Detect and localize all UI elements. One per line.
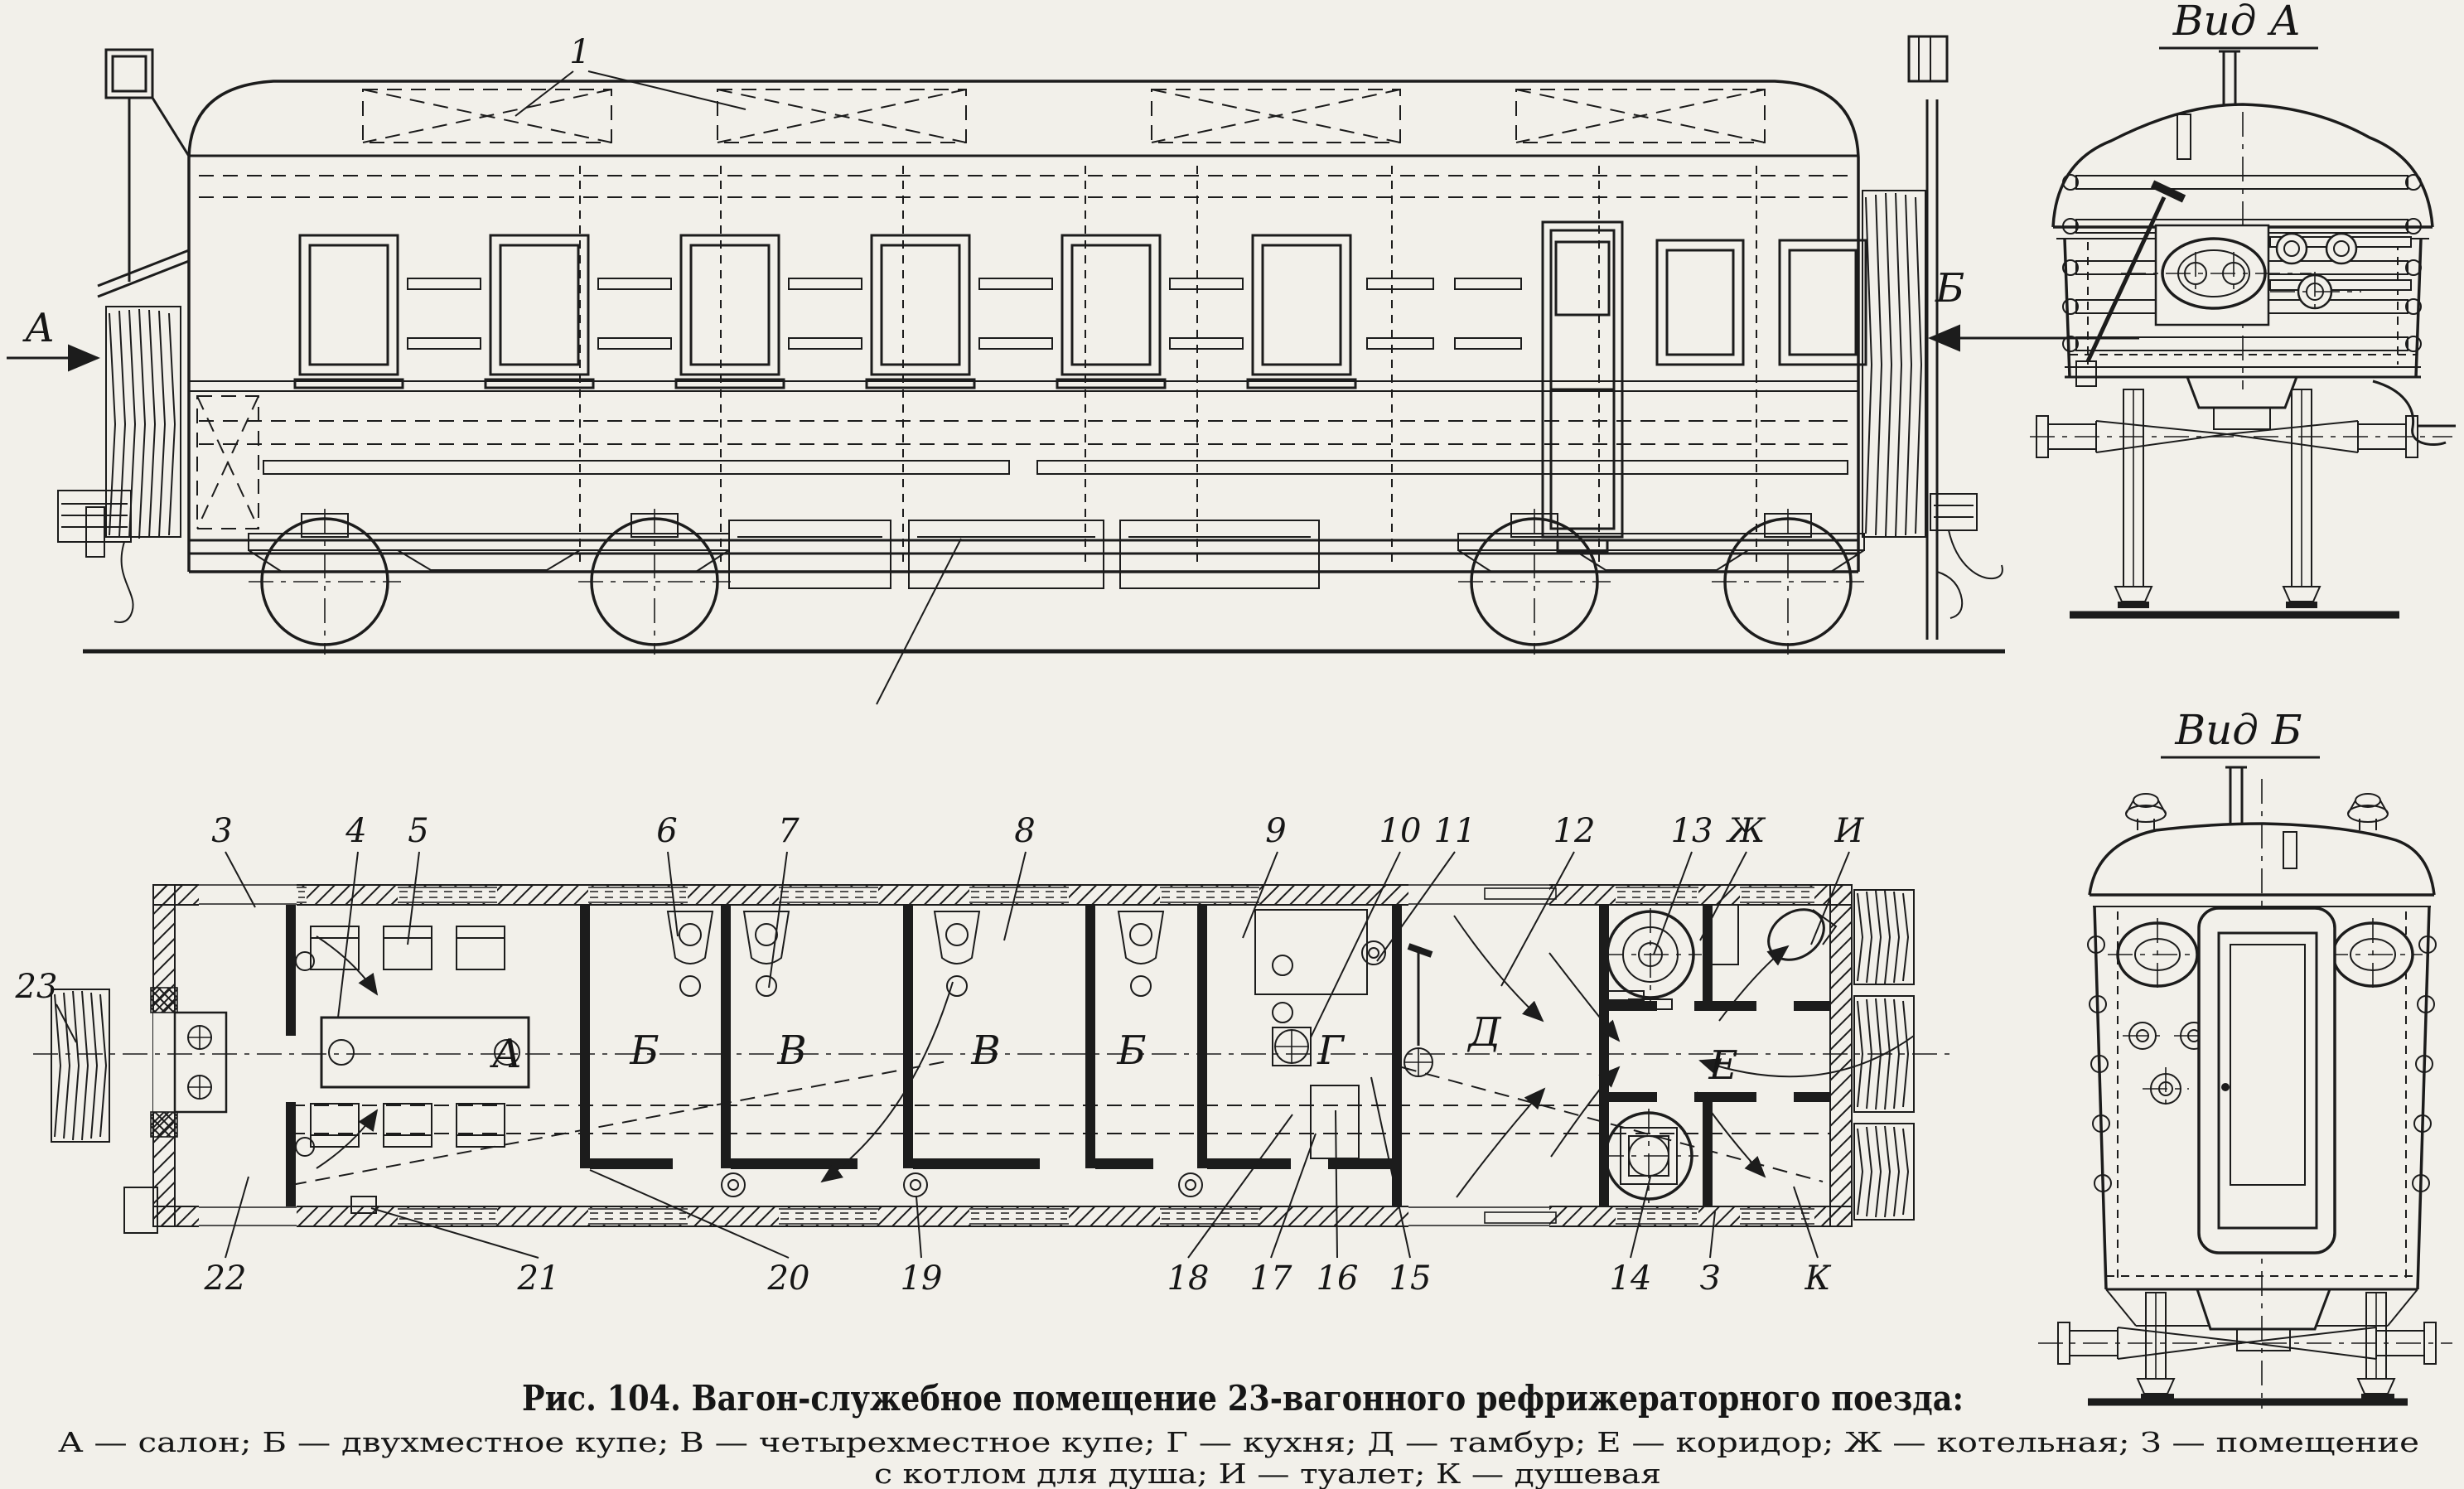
callout-16: 16 (1317, 1259, 1359, 1298)
underfloor-leader (876, 538, 962, 705)
salon-item-21 (350, 1196, 377, 1214)
callout-12: 12 (1553, 812, 1596, 850)
callout-21: 21 (517, 1259, 560, 1298)
view-b-title: Вид Б (2174, 706, 2302, 754)
callout-1: 1 (569, 33, 590, 71)
view-b-body (2093, 906, 2431, 1290)
left-end-post (97, 48, 191, 298)
callout-5: 5 (408, 812, 428, 850)
callout-1-leaders (515, 70, 746, 117)
floor-plan: 3 4 5 6 7 8 9 10 11 12 13 Ж И 22 21 20 1… (15, 812, 1955, 1298)
salon-furniture (295, 926, 530, 1214)
hidden-partitions (579, 166, 1757, 568)
view-a-roof (2051, 103, 2434, 228)
side-elevation: 1 А Б (7, 33, 2139, 705)
tambour-handbrake (1404, 943, 1433, 1077)
body-sides (187, 157, 1860, 572)
callout-ze: З (1700, 1259, 1721, 1298)
figure-legend-line2: с котлом для душа; И — туалет; К — душев… (874, 1458, 1661, 1489)
kitchen-fixtures (1254, 909, 1386, 1159)
view-arrow-a-label: А (22, 305, 55, 351)
view-b-roof (2088, 822, 2436, 896)
left-coupler (57, 490, 134, 623)
underfloor-boxes (728, 520, 1320, 589)
plan-windows (199, 883, 1814, 1228)
callout-17: 17 (1250, 1259, 1292, 1298)
plan-callouts-bottom: 22 21 20 19 18 17 16 15 14 З К 23 (15, 968, 1832, 1298)
room-salon: А (490, 1031, 522, 1077)
callout-20: 20 (767, 1259, 810, 1298)
plan-room-labels: А Б В В Б Г Д Е (490, 1009, 1738, 1089)
room-tambour: Д (1466, 1009, 1501, 1056)
side-windows (293, 234, 1867, 389)
plan-hidden-lines (290, 1060, 1830, 1186)
room-coupe4-left: В (776, 1027, 806, 1074)
door-swing-arrows (316, 915, 1915, 1198)
corridor-fittings (721, 1172, 1203, 1197)
view-a-undergear (2030, 354, 2456, 619)
callout-9: 9 (1265, 812, 1286, 850)
plan-callouts-top: 3 4 5 6 7 8 9 10 11 12 13 Ж И (211, 812, 1864, 850)
plan-callout-leaders-bottom (56, 1003, 1819, 1259)
room-coupe2-left: Б (629, 1027, 659, 1074)
view-b-undergear (2038, 1288, 2452, 1406)
salon-table (320, 1016, 530, 1089)
caption-block: Рис. 104. Вагон-служебное помещение 23-в… (58, 1378, 2419, 1489)
callout-i: И (1834, 812, 1865, 850)
plan-end-door (123, 987, 228, 1234)
bogies (248, 509, 1865, 655)
callout-k: К (1805, 1259, 1832, 1298)
figure-legend-line1: А — салон; Б — двухместное купе; В — чет… (58, 1426, 2419, 1458)
boiler-room (1599, 908, 1702, 1010)
roof-outline (187, 80, 1860, 158)
callout-10: 10 (1379, 812, 1422, 850)
room-coupe4-right: В (970, 1027, 1000, 1074)
end-view-b: Вид Б (2038, 706, 2452, 1409)
view-arrow-b-label: Б (1935, 265, 1964, 312)
plan-partitions (286, 905, 1830, 1206)
view-b-door (2197, 906, 2336, 1255)
callout-18: 18 (1167, 1259, 1210, 1298)
shower-boiler-room (1599, 1109, 1698, 1203)
plan-left-bellows (51, 989, 110, 1143)
callout-4: 4 (345, 812, 366, 850)
compartment-fixtures (666, 911, 1165, 997)
callout-15: 15 (1389, 1259, 1432, 1298)
view-a-center-plate (2121, 224, 2312, 326)
room-kitchen: Г (1317, 1027, 1346, 1074)
plan-callout-leaders-top (225, 851, 1850, 1038)
callout-22: 22 (204, 1259, 247, 1298)
figure-caption: Рис. 104. Вагон-служебное помещение 23-в… (522, 1378, 1964, 1419)
view-a-brake-rod (2085, 196, 2167, 363)
callout-8: 8 (1014, 812, 1035, 850)
view-a-title: Вид А (2172, 0, 2301, 45)
view-a-fittings (2269, 232, 2412, 312)
callout-zh: Ж (1726, 812, 1766, 850)
room-corridor: Е (1708, 1042, 1737, 1089)
callout-7: 7 (778, 812, 800, 850)
callout-14: 14 (1610, 1259, 1652, 1298)
left-bellows (105, 306, 181, 539)
callout-11: 11 (1434, 812, 1476, 850)
roof-vent-boxes (362, 89, 1766, 143)
end-view-a: Вид А (2030, 0, 2456, 619)
room-coupe2-right: Б (1116, 1027, 1146, 1074)
callout-3: 3 (211, 812, 232, 850)
callout-6: 6 (656, 812, 677, 850)
view-b-side-bumps (2087, 935, 2437, 1192)
side-door (1541, 220, 1624, 554)
callout-13: 13 (1671, 812, 1713, 850)
callout-19: 19 (901, 1259, 943, 1298)
view-b-roof-vents (2125, 793, 2389, 869)
callout-23: 23 (15, 968, 58, 1006)
right-bellows (1862, 35, 2003, 640)
